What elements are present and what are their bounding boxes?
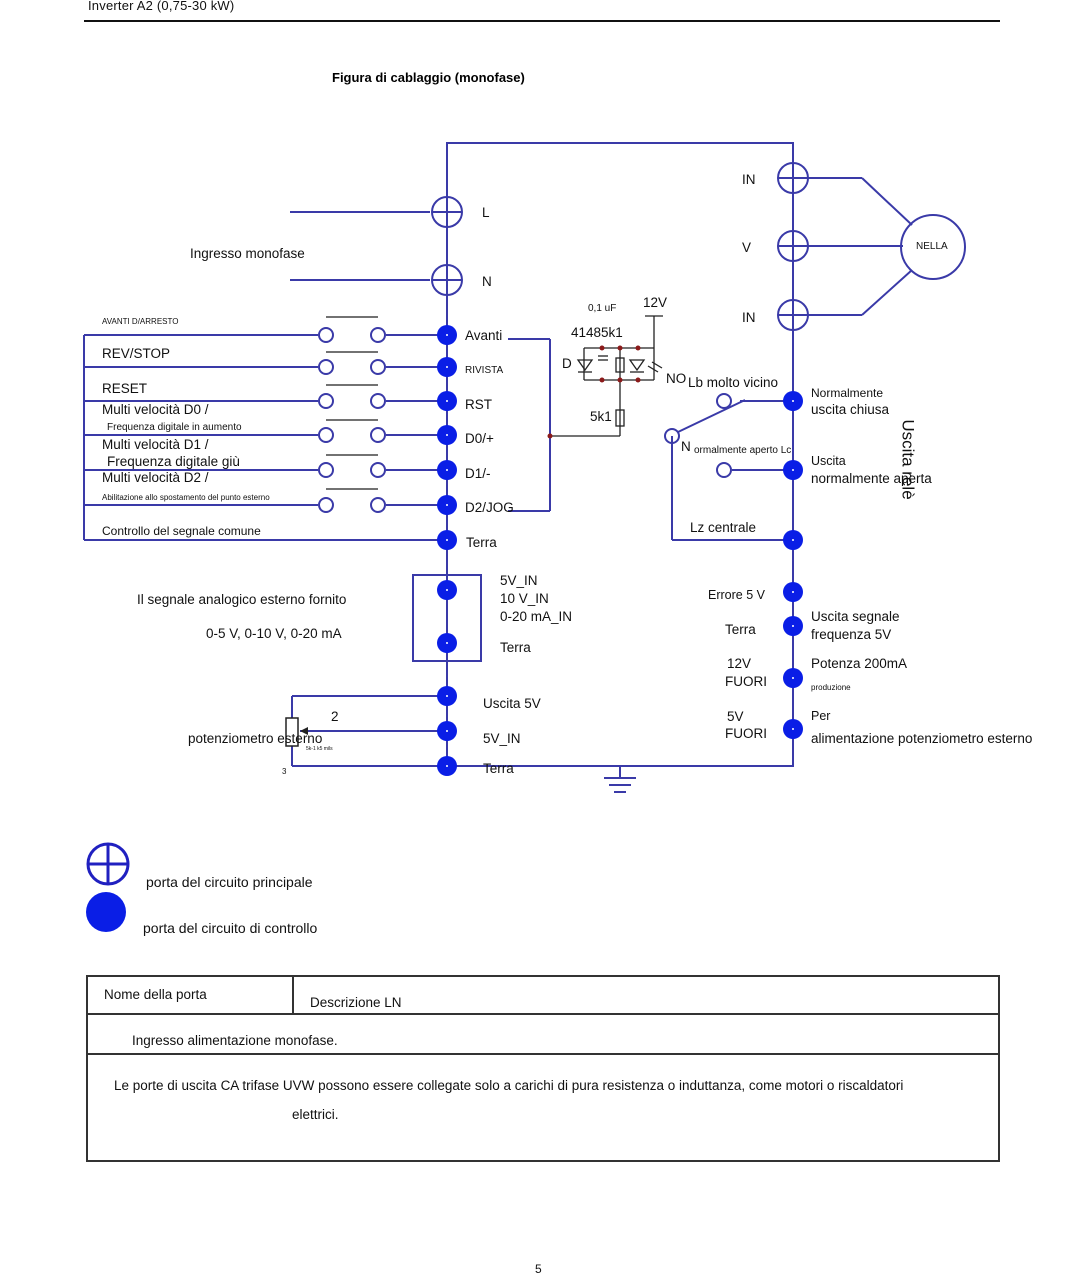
relay-out-label: Uscita <box>811 454 846 468</box>
terminal-avanti-label: Avanti <box>465 328 503 343</box>
relay-output-title: Uscita relè <box>898 419 918 500</box>
table-row: Nome della porta Descrizione LN <box>86 975 1000 1015</box>
signal-freq-label: frequenza 5V <box>811 627 892 642</box>
right-terra-label: Terra <box>725 622 756 637</box>
relay-12v-label: 12V <box>643 295 668 310</box>
terminal-d2-label: D2/JOG <box>465 500 514 515</box>
potentiometer-label: potenziometro esterno <box>188 731 323 746</box>
pot-5v-in-label: 5V_IN <box>483 731 521 746</box>
port-table: Nome della porta Descrizione LN Ingresso… <box>86 975 1000 1162</box>
input-controllo-label: Controllo del segnale comune <box>102 524 261 538</box>
table-header-desc: Descrizione LN <box>292 975 1000 1015</box>
terminal-d0-label: D0/+ <box>465 431 494 446</box>
out-5v-label: 5V <box>727 709 744 724</box>
table-row: Le porte di uscita CA trifase UVW posson… <box>86 1053 1000 1162</box>
relay-n-label: N <box>681 439 691 454</box>
analog-range-label: 0-5 V, 0-10 V, 0-20 mA <box>206 626 342 641</box>
table-row: Ingresso alimentazione monofase. <box>86 1013 1000 1055</box>
relay-code-label: 41485k1 <box>571 325 623 340</box>
pot-terra-label: Terra <box>483 761 514 776</box>
per-label: Per <box>811 709 831 723</box>
signal-out-label: Uscita segnale <box>811 609 900 624</box>
input-multi-d0-label: Multi velocità D0 / <box>102 402 209 417</box>
err-5v-label: Errore 5 V <box>708 588 765 602</box>
terminal-l-label: L <box>482 205 490 220</box>
header-rule <box>84 20 1000 22</box>
relay-no-label: NO <box>666 371 687 386</box>
terminal-d1-label: D1/- <box>465 466 491 481</box>
analog-10v-in-label: 10 V_IN <box>500 591 549 606</box>
terminal-u-label: IN <box>742 172 756 187</box>
table-row-uvw-line1: Le porte di uscita CA trifase UVW posson… <box>114 1078 904 1093</box>
potenza-label: Potenza 200mA <box>811 656 908 671</box>
terminal-v-label: V <box>742 240 752 255</box>
input-multi-d1-label: Multi velocità D1 / <box>102 437 209 452</box>
pot-rating-label: 5k-1 k5 mils <box>306 746 333 752</box>
page-number: 5 <box>535 1262 542 1276</box>
relay-nc-label: ormalmente aperto Lc <box>694 445 792 456</box>
table-header-name: Nome della porta <box>86 975 294 1015</box>
diode-label: D <box>562 356 572 371</box>
analog-desc-label: Il segnale analogico esterno fornito <box>137 592 347 607</box>
table-row-monofase: Ingresso alimentazione monofase. <box>86 1013 1000 1055</box>
terminal-n-label: N <box>482 274 492 289</box>
terminal-rivista-label: RIVISTA <box>465 365 504 376</box>
capacitor-label: 0,1 uF <box>588 303 617 314</box>
input-avanti-arresto-label: AVANTI D/ARRESTO <box>102 317 179 326</box>
produzione-label: produzione <box>811 683 851 692</box>
out-12v-label: 12V <box>727 656 752 671</box>
document-header: Inverter A2 (0,75-30 kW) <box>88 0 235 13</box>
legend-main-label: porta del circuito principale <box>146 874 313 890</box>
relay-closed-label: uscita chiusa <box>811 402 890 417</box>
terminal-terra-label: Terra <box>466 535 497 550</box>
figure-title: Figura di cablaggio (monofase) <box>332 70 525 85</box>
legend-control-label: porta del circuito di controllo <box>143 920 318 936</box>
table-row-uvw: Le porte di uscita CA trifase UVW posson… <box>86 1053 1000 1162</box>
relay-norm-label: Normalmente <box>811 386 884 400</box>
alimentazione-label: alimentazione potenziometro esterno <box>811 731 1033 746</box>
resistor-label: 5k1 <box>590 409 612 424</box>
input-rev-stop-label: REV/STOP <box>102 346 171 361</box>
table-row-uvw-line2: elettrici. <box>292 1107 339 1122</box>
input-freq-up-label: Frequenza digitale in aumento <box>107 422 242 433</box>
pot-pin-2-label: 2 <box>331 709 339 724</box>
analog-5v-in-label: 5V_IN <box>500 573 538 588</box>
terminal-w-label: IN <box>742 310 756 325</box>
analog-terra-label: Terra <box>500 640 531 655</box>
out-5v-fuori-label: FUORI <box>725 726 767 741</box>
analog-ma-in-label: 0-20 mA_IN <box>500 609 573 624</box>
input-multi-d2-label: Multi velocità D2 / <box>102 470 209 485</box>
relay-lb-label: Lb molto vicino <box>688 375 779 390</box>
input-reset-label: RESET <box>102 381 148 396</box>
relay-open-label: normalmente aperta <box>811 471 932 486</box>
uscita-5v-label: Uscita 5V <box>483 696 541 711</box>
wiring-diagram <box>83 142 966 932</box>
pot-pin-3-label: 3 <box>282 767 287 776</box>
input-freq-down-label: Frequenza digitale giù <box>107 454 240 469</box>
input-monofase-label: Ingresso monofase <box>190 246 305 261</box>
terminal-rst-label: RST <box>465 397 492 412</box>
input-abilitazione-label: Abilitazione allo spostamento del punto … <box>102 493 270 502</box>
motor-label: NELLA <box>916 241 948 252</box>
out-12v-fuori-label: FUORI <box>725 674 767 689</box>
relay-lz-label: Lz centrale <box>690 520 757 535</box>
